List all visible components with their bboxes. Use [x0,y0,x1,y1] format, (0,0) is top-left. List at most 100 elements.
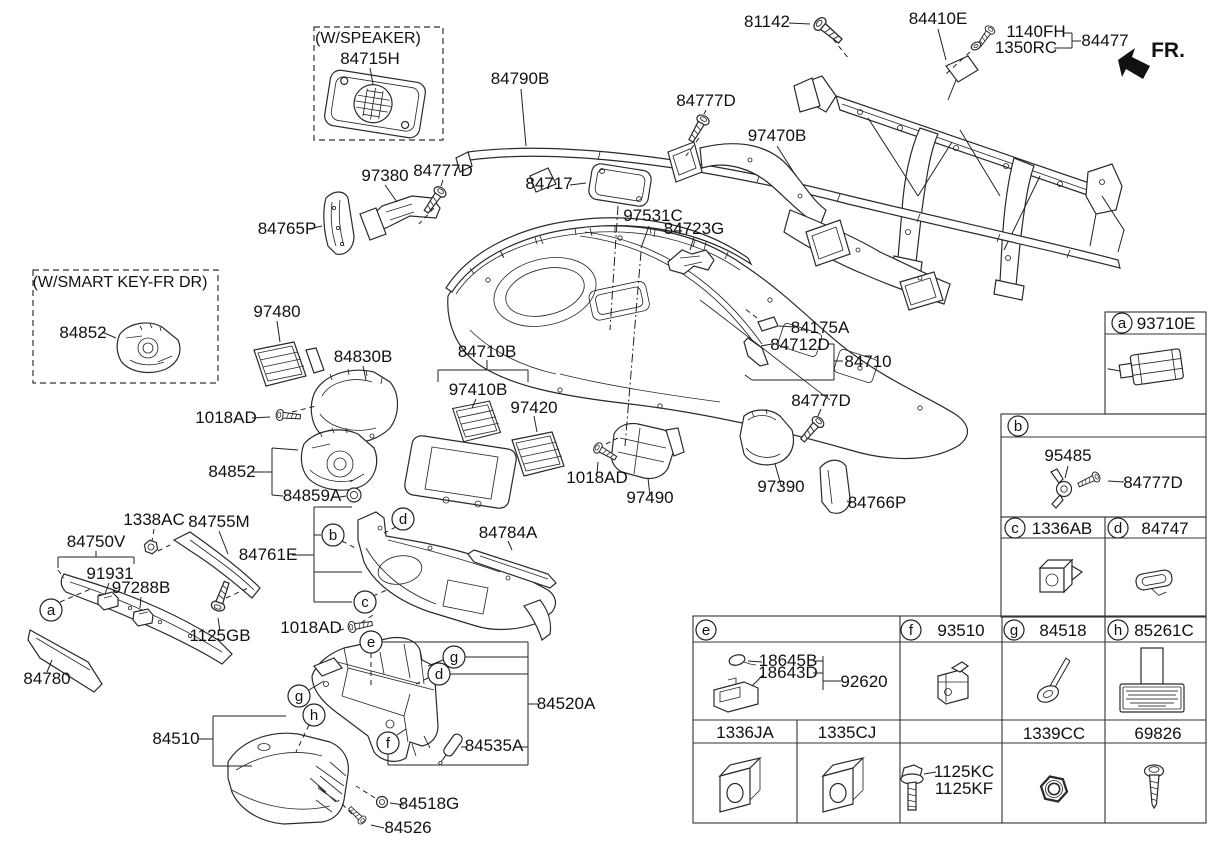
sensor-95485-icon [1050,468,1073,509]
part-label-84717: 84717 [525,174,572,193]
callout-a: a [39,598,63,622]
part-label-97470B: 97470B [748,126,807,145]
table-cell-b-header: b [1007,415,1029,437]
part-label-84410E: 84410E [909,9,968,28]
pad-upper-strip-97531C-drawing [445,217,753,293]
part-label-97390: 97390 [757,477,804,496]
speaker-box-title: (W/SPEAKER) [315,30,421,47]
svg-text:g: g [295,688,303,705]
part-label-84830B: 84830B [334,347,393,366]
part-label-84790B: 84790B [491,69,550,88]
side-panel-84765P-drawing [323,191,355,255]
table-part-93710E: 93710E [1137,314,1196,333]
svg-text:h: h [1114,622,1122,639]
part-label-97480: 97480 [253,302,300,321]
callout-b: b [321,523,345,547]
part-label-84777D-top: 84777D [676,91,736,110]
glove-box-door-84510-drawing [227,732,349,825]
part-label-84765P: 84765P [258,219,317,238]
screw-1018AD-left-icon [275,408,302,423]
screw-84526-icon [346,804,369,827]
table-cell-e-header: e [695,619,717,641]
callout-e: e [359,630,383,654]
side-duct-97380-drawing [359,195,441,241]
smart-key-variant-box [32,269,219,384]
leader-lines [46,22,1081,829]
center-vent-97490-drawing [610,422,685,480]
bracket-84723G-drawing [667,249,715,275]
svg-text:f: f [909,622,914,639]
trim-strip-84780-drawing [27,629,103,693]
svg-text:a: a [1118,315,1127,332]
driver-lower-panel-84761E-drawing [357,511,557,641]
part-label-84520A: 84520A [537,694,596,713]
svg-text:d: d [435,666,443,683]
table-part-1336AB: 1336AB [1032,519,1093,538]
part-label-1125GB: 1125GB [189,626,250,645]
part-label-97420: 97420 [510,398,557,417]
speaker-variant-box [313,26,444,141]
part-label-84777D-right: 84777D [791,391,851,410]
part-label-84477: 84477 [1081,31,1128,50]
trim-strip-84784A-drawing [467,549,557,589]
part-label-81142: 81142 [744,12,790,31]
table-part-93510: 93510 [937,621,984,640]
reinforcement-84755M-drawing [172,531,261,599]
svg-text:b: b [329,527,337,544]
callout-c: c [353,590,377,614]
end-cap-84766P-drawing [819,459,851,514]
table-part-1336JA: 1336JA [716,723,774,742]
part-label-97288B: 97288B [112,578,171,597]
clip-84747-icon [1135,569,1173,596]
table-cell-d-header: d 84747 [1107,517,1189,539]
table-part-18643D: 18643D [758,663,818,682]
demister-duct-97470B-drawing [667,141,951,311]
part-label-84723G: 84723G [664,219,725,238]
svg-text:g: g [1010,622,1018,639]
grommet-84518G-icon [375,795,389,809]
part-label-84852: 84852 [208,462,255,481]
part-label-91931: 91931 [86,564,133,583]
callout-d: d [391,507,415,531]
svg-text:c: c [1011,520,1019,537]
part-label-84761E: 84761E [239,545,298,564]
bolt-1125KC-icon [900,764,937,811]
nut-1338AC-icon [141,538,161,556]
fr-direction-indicator: FR. [1118,39,1185,79]
part-label-84766P: 84766P [848,493,907,512]
table-part-84777D: 84777D [1123,473,1183,492]
part-labels: 81142 84410E 1140FH 1350RC 84477 (W/SPEA… [23,9,1128,837]
callout-g-left: g [287,684,311,708]
screw-69826-icon [1143,764,1165,810]
cover-plate-84717-drawing [588,163,652,207]
clip-91931-drawing [97,591,119,611]
table-part-1335CJ: 1335CJ [818,723,877,742]
part-label-1018AD-left: 1018AD [195,408,256,427]
uclip-1336JA-icon [719,757,761,813]
svg-text:d: d [1114,520,1122,537]
part-label-1338AC: 1338AC [123,510,184,529]
part-label-84715H: 84715H [340,49,400,68]
part-label-84784A: 84784A [479,523,538,542]
part-label-84777D-left: 84777D [413,161,473,180]
part-label-1018AD-center: 1018AD [566,468,627,487]
screw-84777D-table-icon [1075,470,1102,491]
part-label-1018AD-bottom: 1018AD [280,618,341,637]
crash-pad-main-84710-drawing [447,225,968,460]
table-cell-g-header: g 84518 [1003,619,1087,641]
svg-text:a: a [47,602,56,619]
table-cell-a-header: a 93710E [1111,312,1196,334]
table-part-1125KF: 1125KF [935,779,993,798]
module-93710E-icon [1107,348,1184,386]
label-85261C-icon [1119,647,1185,713]
table-part-84518: 84518 [1039,621,1086,640]
part-label-1140FH: 1140FH [1006,22,1065,41]
center-vent-97420-drawing [511,431,565,477]
clip-97288B-drawing [132,608,154,627]
uclip-1335CJ-icon [822,757,864,813]
callout-d-lower: d [427,662,451,686]
part-label-84750V: 84750V [67,532,126,551]
part-label-84755M: 84755M [188,512,249,531]
part-label-84510: 84510 [152,729,199,748]
glove-housing-84520A-drawing [311,636,439,762]
